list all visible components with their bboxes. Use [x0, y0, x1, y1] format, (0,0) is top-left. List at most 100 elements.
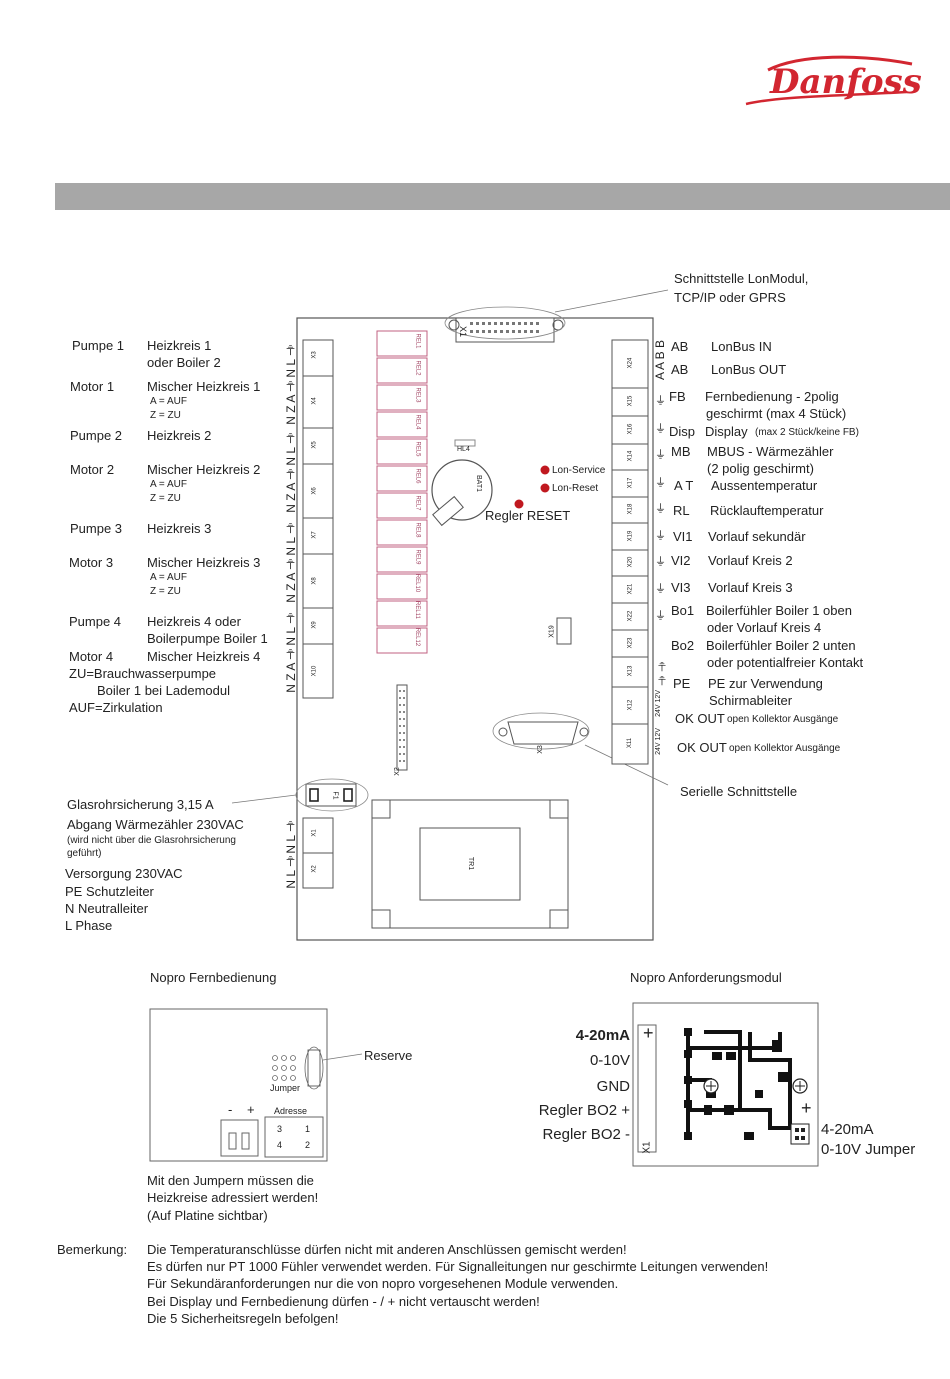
- left-label-b: Mischer Heizkreis 1: [147, 379, 261, 394]
- bemerkung-label: Bemerkung:: [57, 1242, 128, 1257]
- right-label-a: AB: [671, 339, 689, 354]
- lower-left-line: Versorgung 230VAC: [65, 866, 183, 881]
- right-label-b: Rücklauftemperatur: [710, 503, 824, 518]
- right-label-a: OK OUT: [677, 740, 727, 755]
- right-label-b: geschirmt (max 4 Stück): [706, 406, 847, 421]
- connector-label: X6: [311, 487, 318, 495]
- bat-label: BAT1: [475, 475, 482, 492]
- terminal-pins: N Z A ⏚: [284, 380, 298, 425]
- right-label-b: open Kollektor Ausgänge: [727, 714, 839, 725]
- relay-label: REL1: [414, 333, 421, 349]
- left-label-small: A = AUF: [150, 479, 187, 490]
- addr-digit: 3: [277, 1124, 283, 1134]
- left-label-b: Heizkreis 1: [147, 338, 212, 353]
- terminal-pins: N L ⏚: [284, 612, 298, 646]
- f1-label: F1: [331, 791, 339, 800]
- jumper-label: Jumper: [270, 1083, 301, 1093]
- terminal-pins: 24V 12V: [655, 728, 662, 755]
- connector-label: X1: [311, 829, 318, 837]
- hl-label: HL4: [457, 446, 470, 453]
- right-label-b: oder potentialfreier Kontakt: [707, 655, 864, 670]
- terminal-pins: ⏚: [655, 503, 666, 515]
- right-label-b: Aussentemperatur: [711, 478, 818, 493]
- connector-label: X7: [311, 531, 318, 539]
- anforderung-right-label: 4-20mA: [821, 1121, 874, 1138]
- relay-label: REL7: [414, 495, 421, 511]
- x1-label: X1: [458, 326, 468, 338]
- terminal-pins: N L ⏚: [284, 855, 298, 889]
- right-label-b: Boilerfühler Boiler 2 unten: [706, 638, 856, 653]
- lon-service-led: [540, 465, 550, 475]
- anforderung-left-label: Regler BO2 -: [542, 1126, 630, 1143]
- right-label-b: PE zur Verwendung: [708, 676, 823, 691]
- right-label-b: Vorlauf Kreis 3: [708, 580, 793, 595]
- left-label-b: Boiler 1 bei Lademodul: [97, 683, 230, 698]
- plus-label: +: [247, 1102, 255, 1117]
- lon-modul-callout-2: TCP/IP oder GPRS: [674, 290, 786, 305]
- relay-label: REL3: [414, 387, 421, 403]
- right-label-b: Vorlauf Kreis 2: [708, 553, 793, 568]
- addr-digit: 2: [305, 1140, 311, 1150]
- addr-digit: 1: [305, 1124, 311, 1134]
- logo-text: Danfoss: [770, 62, 922, 102]
- right-label-a: VI2: [671, 553, 691, 568]
- anforderung-left-label: 0-10V: [589, 1052, 630, 1069]
- connector-label: X20: [627, 556, 634, 568]
- left-label-a: Pumpe 4: [69, 614, 122, 629]
- right-label-a: VI3: [671, 580, 691, 595]
- right-label-a: RL: [673, 503, 690, 518]
- connector-label: X11: [627, 737, 634, 749]
- connector-label: X22: [627, 610, 634, 622]
- terminal-pins: N L ⏚: [284, 344, 298, 378]
- connector-label: X4: [311, 397, 318, 405]
- right-label-a: FB: [669, 389, 686, 404]
- terminal-pins: ⏚ ⏚: [657, 661, 669, 687]
- right-label-b: open Kollektor Ausgänge: [729, 743, 841, 754]
- connector-label: X15: [627, 395, 634, 407]
- connector-label: X17: [627, 477, 634, 489]
- left-label-a: Pumpe 3: [70, 521, 123, 536]
- left-label-b: Heizkreis 3: [147, 521, 212, 536]
- jumper-note: Mit den Jumpern müssen die: [147, 1173, 314, 1188]
- right-label-b: LonBus IN: [711, 339, 772, 354]
- connector-label: X14: [627, 450, 634, 462]
- right-label-b: (2 polig geschirmt): [707, 461, 814, 476]
- left-label-a: AUF=Zirkulation: [69, 700, 163, 715]
- minus-label: -: [228, 1102, 233, 1117]
- left-label-b: Heizkreis 2: [147, 428, 212, 443]
- left-label-b: Mischer Heizkreis 4: [147, 649, 261, 664]
- plus-sign: +: [801, 1098, 812, 1118]
- connector-label: X21: [627, 583, 634, 595]
- left-label-a: Motor 2: [70, 462, 115, 477]
- right-label-a: OK OUT: [675, 711, 725, 726]
- left-label-a: Motor 4: [69, 649, 114, 664]
- bemerkung-line: Es dürfen nur PT 1000 Fühler verwendet w…: [147, 1259, 769, 1274]
- lower-left-line: L Phase: [65, 918, 113, 933]
- right-label-b: oder Vorlauf Kreis 4: [707, 620, 822, 635]
- relay-label: REL11: [413, 601, 420, 619]
- left-label-small: Z = ZU: [150, 493, 181, 504]
- left-label-a: ZU=Brauchwasserpumpe: [69, 666, 217, 681]
- relay-label: REL2: [414, 360, 421, 376]
- connector-label: X19: [627, 530, 634, 542]
- terminal-pins: ⏚: [655, 610, 666, 622]
- relay-label: REL5: [414, 441, 421, 457]
- terminal-pins: ⏚: [655, 556, 666, 568]
- lon-reset-label: Lon-Reset: [552, 483, 599, 494]
- left-label-b: oder Boiler 2: [147, 355, 221, 370]
- anforderung-title: Nopro Anforderungsmodul: [630, 970, 782, 985]
- right-label-a: Bo2: [671, 638, 695, 653]
- connector-label: X16: [627, 423, 634, 435]
- connector-label: X2: [311, 865, 318, 873]
- left-label-small: Z = ZU: [150, 586, 181, 597]
- anforderung-left-label: 4-20mA: [575, 1027, 630, 1044]
- tr-label: TR1: [467, 856, 475, 871]
- right-label-a: PE: [673, 676, 691, 691]
- lon-service-label: Lon-Service: [552, 465, 606, 476]
- relay-label: REL10: [414, 573, 421, 593]
- left-label-a: Pumpe 2: [70, 428, 123, 443]
- terminal-pins: ⏚: [655, 423, 666, 435]
- anforderung-right-label: 0-10V Jumper: [821, 1141, 916, 1158]
- terminal-pins: N Z A ⏚: [284, 468, 298, 513]
- reserve-label: Reserve: [364, 1048, 413, 1063]
